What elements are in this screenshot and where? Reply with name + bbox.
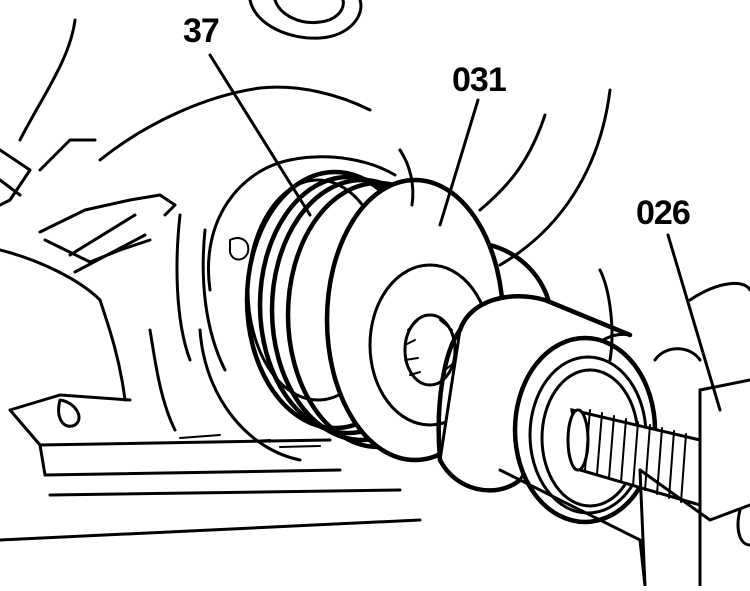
leader-line-031 bbox=[438, 98, 480, 227]
frame-026 bbox=[498, 268, 750, 588]
hub-nut bbox=[403, 313, 457, 387]
sleeve-adapter bbox=[436, 294, 658, 525]
background-top-ring bbox=[248, 0, 363, 40]
base-plate bbox=[0, 298, 422, 542]
leader-line-026 bbox=[666, 233, 722, 412]
engine-block-left bbox=[0, 18, 372, 372]
background-curves bbox=[398, 88, 612, 267]
leader-line-37 bbox=[208, 53, 312, 217]
callout-label-026: 026 bbox=[636, 194, 691, 232]
callout-label-37: 37 bbox=[183, 12, 220, 50]
threaded-spindle bbox=[566, 408, 702, 507]
leader-lines bbox=[208, 53, 722, 412]
callout-label-031: 031 bbox=[452, 61, 507, 99]
